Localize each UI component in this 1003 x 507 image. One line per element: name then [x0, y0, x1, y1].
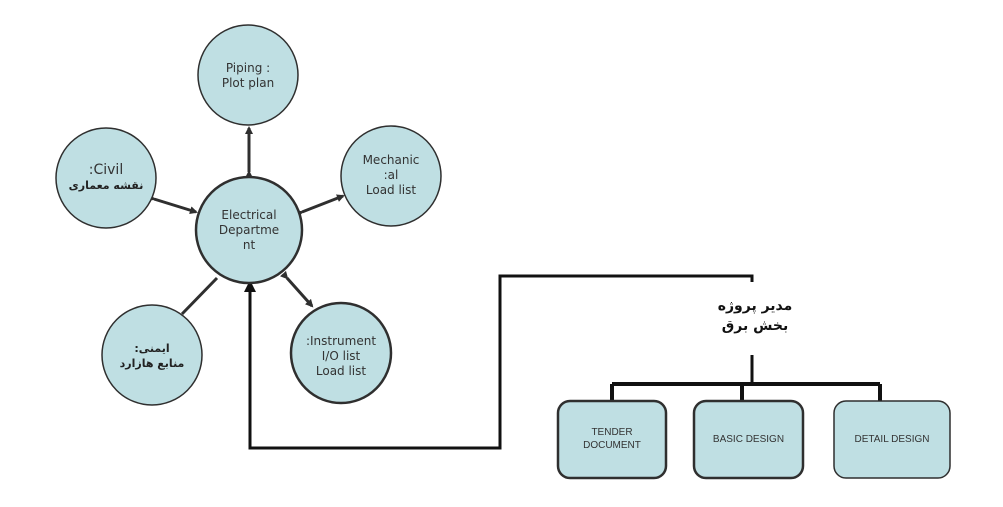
- safety-circle: [101, 304, 203, 406]
- tender-box: [556, 399, 668, 480]
- manager-to-hub-arrowhead: [244, 280, 256, 292]
- arrow-hub-mechanical: [294, 194, 345, 218]
- instrument-label: :Instrument I/O list Load list: [305, 334, 377, 378]
- arrow-hub-civil: [147, 193, 198, 215]
- basic-label: BASIC DESIGN: [712, 434, 785, 445]
- detail-label: DETAIL DESIGN: [854, 434, 930, 445]
- mechanical-label: Mechanic :al Load list: [362, 153, 420, 197]
- arrow-hub-instrument: [280, 270, 314, 308]
- instrument-circle: [289, 301, 393, 405]
- project-manager-label: مدیر پروژه بخش برق: [717, 298, 793, 334]
- hub-circle: [194, 175, 304, 285]
- piping-label: Piping : Plot plan: [221, 61, 275, 90]
- civil-circle: [55, 127, 157, 229]
- basic-box: [692, 399, 805, 480]
- line-hub-safety: [180, 276, 219, 316]
- civil-label: :Civil نقشه معماری: [68, 162, 144, 193]
- tender-label: TENDER DOCUMENT: [583, 427, 641, 451]
- detail-box: [833, 400, 951, 479]
- hub-label: Electrical Departme nt: [218, 208, 280, 252]
- mechanical-circle: [340, 125, 442, 227]
- safety-label: ایمنی: منابع هازارد: [119, 342, 185, 370]
- manager-to-hub-connector: [248, 274, 754, 450]
- piping-circle: [197, 24, 299, 126]
